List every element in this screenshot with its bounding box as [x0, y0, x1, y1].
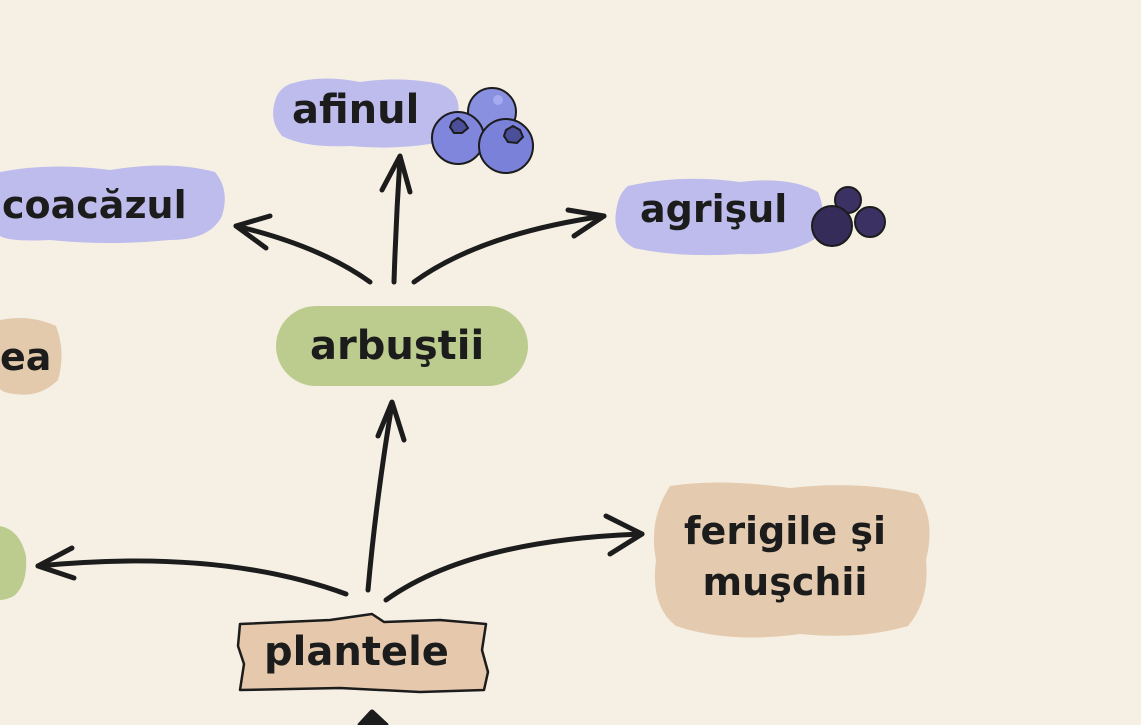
- arrows: [35, 153, 645, 725]
- arrowhead-agrisul: [565, 207, 607, 239]
- node-coacazul: coacăzul: [2, 183, 187, 227]
- node-partial-left: ea: [0, 335, 52, 379]
- arrowhead-bottom: [357, 709, 389, 725]
- agrisul-highlight: [615, 178, 823, 256]
- node-agrisul: agrişul: [640, 187, 788, 231]
- gooseberries-icon: [811, 186, 886, 247]
- arrow-to-ferigile: [383, 531, 645, 603]
- arrow-to-arbustii: [365, 401, 395, 593]
- arbustii-highlight: [276, 306, 528, 386]
- partial-left-highlight: [0, 318, 62, 395]
- node-plantele: plantele: [264, 629, 449, 675]
- ferigile-highlight: [653, 482, 930, 638]
- arrow-to-coacazul: [233, 223, 373, 285]
- arrow-to-agrisul: [411, 213, 607, 285]
- arrowhead-arbustii: [375, 399, 407, 443]
- node-arbustii: arbuştii: [310, 323, 485, 369]
- arrow-to-afinul: [391, 155, 403, 285]
- arrowhead-coacazul: [233, 213, 273, 251]
- plantele-box: [236, 612, 490, 694]
- blueberries-icon: [431, 87, 534, 174]
- arrowhead-afinul: [379, 153, 413, 195]
- arrowhead-ferigile: [603, 513, 645, 557]
- highlights: [0, 78, 930, 694]
- arrowhead-left: [35, 545, 77, 581]
- node-ferigile-si-muschii: ferigile şi muşchii: [684, 509, 886, 605]
- node-afinul: afinul: [292, 87, 420, 133]
- partial-left-green: [0, 526, 27, 600]
- arrow-to-left: [35, 558, 349, 597]
- coacazul-highlight: [0, 165, 225, 243]
- afinul-highlight: [273, 78, 459, 148]
